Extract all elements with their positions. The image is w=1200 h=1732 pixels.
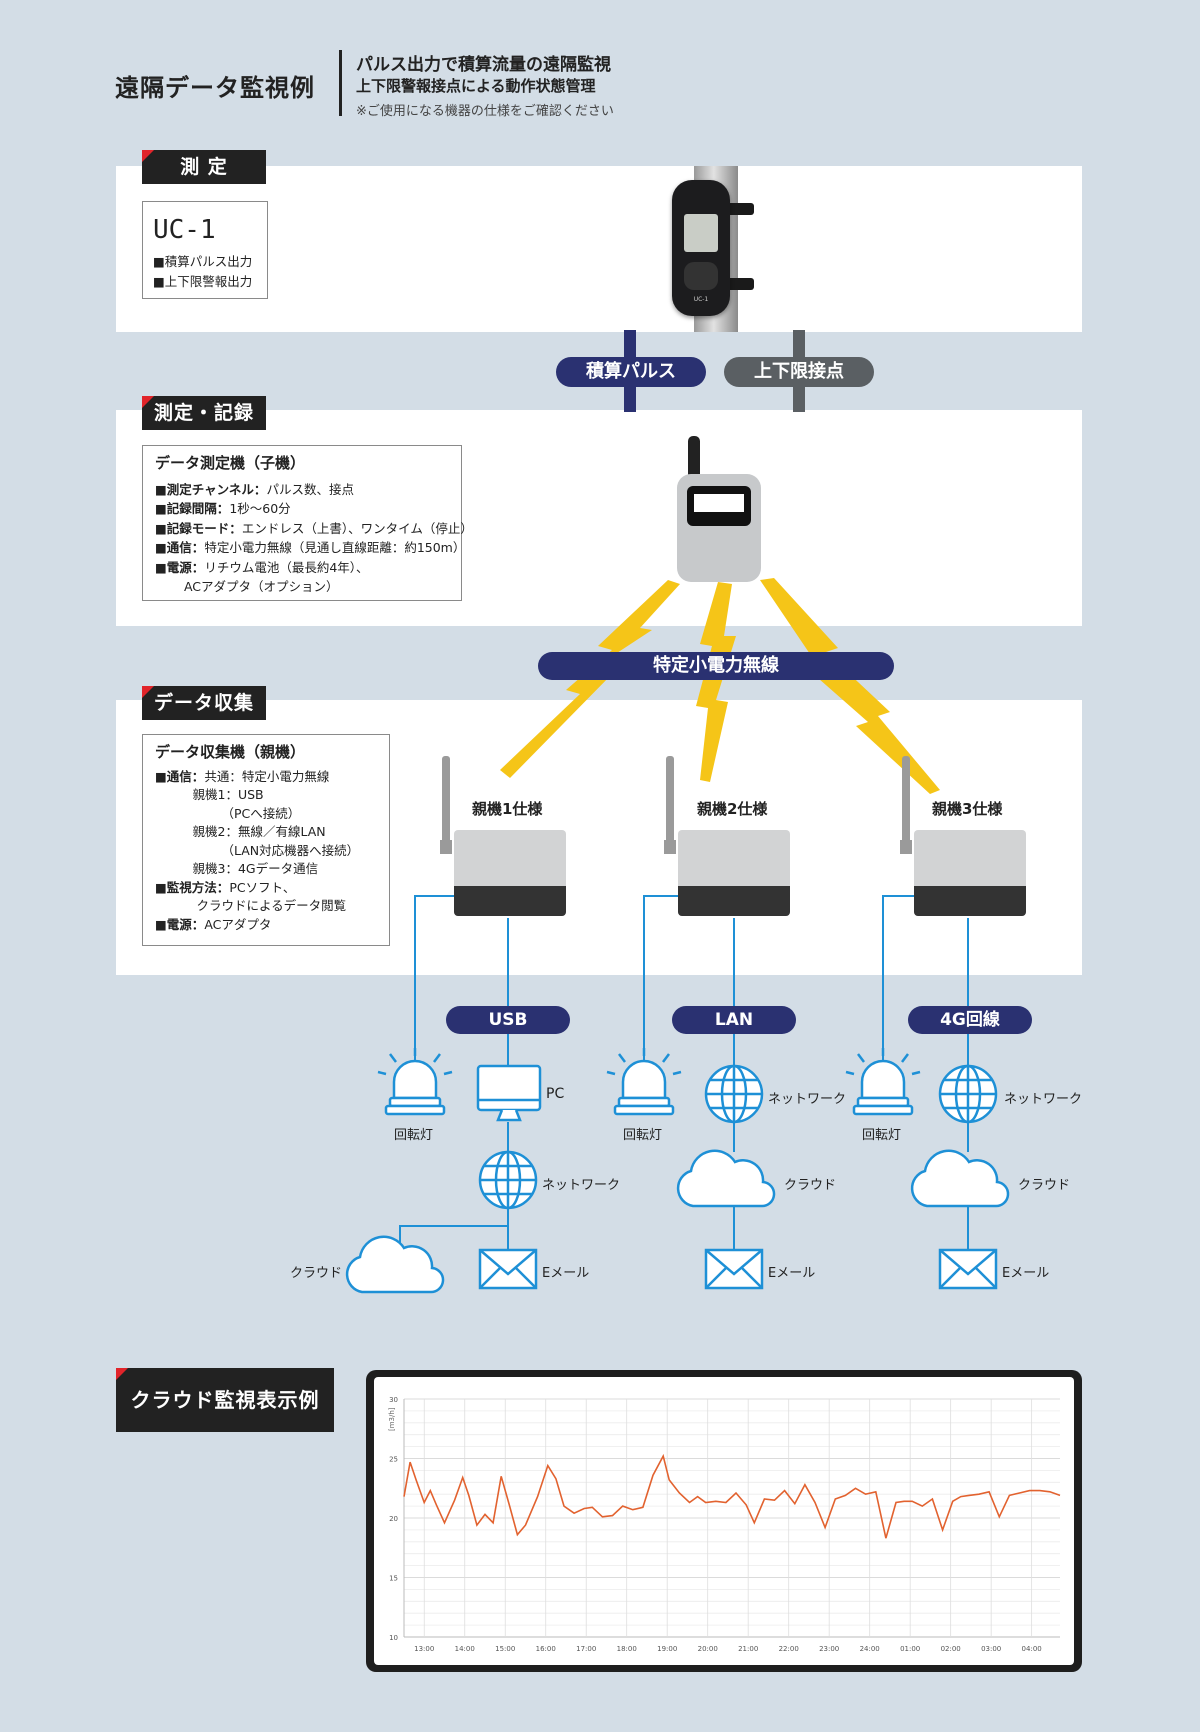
parent-spec-title: データ収集機（親機） xyxy=(155,743,306,761)
chart-y-tick: 20 xyxy=(389,1515,398,1523)
clamp-top xyxy=(722,203,754,215)
usb-label: USB xyxy=(446,1006,570,1034)
parent-spec-row: 親機1：USB xyxy=(155,787,264,802)
section-tag-cloud: クラウド監視表示例 xyxy=(116,1368,334,1432)
uc1-spec-box: UC-1 ■積算パルス出力 ■上下限警報出力 xyxy=(142,201,268,299)
pc-icon xyxy=(476,1064,542,1122)
child-spec-row: ■電源：リチウム電池（最長約4年）、 xyxy=(155,559,369,575)
measure-band xyxy=(116,166,1082,332)
chart-x-tick: 22:00 xyxy=(779,1645,799,1653)
child-spec-row: ACアダプタ（オプション） xyxy=(155,579,339,594)
header-subtitle-2: 上下限警報接点による動作状態管理 xyxy=(356,77,596,95)
uc1-keypad xyxy=(684,262,718,290)
parent-unit-1-label: 親機1仕様 xyxy=(472,800,543,818)
network-label-1: ネットワーク xyxy=(542,1178,621,1193)
child-spec-row: ■測定チャンネル：パルス数、接点 xyxy=(155,481,354,497)
wireless-label: 特定小電力無線 xyxy=(538,652,894,680)
cloud-label-2: クラウド xyxy=(784,1178,837,1193)
child-spec-row: ■記録モード：エンドレス（上書）、ワンタイム（停止） xyxy=(155,520,473,536)
parent-unit-1 xyxy=(454,830,566,916)
header-subtitle-1: パルス出力で積算流量の遠隔監視 xyxy=(356,55,611,75)
cloud-label-1: クラウド xyxy=(290,1266,343,1281)
child-spec-row: ■通信：特定小電力無線（見通し直線距離：約150m） xyxy=(155,540,466,555)
parent-spec-row: クラウドによるデータ閲覧 xyxy=(155,898,347,913)
uc1-item-1: ■積算パルス出力 xyxy=(153,254,253,269)
pc-label: PC xyxy=(546,1086,565,1102)
section-tag-measure: 測 定 xyxy=(142,150,266,184)
parent-spec-row: ■通信：共通：特定小電力無線 xyxy=(155,768,330,784)
parent-spec-row: （PCへ接続） xyxy=(155,805,301,821)
parent-unit-2-label: 親機2仕様 xyxy=(697,800,768,818)
contact-signal-label: 上下限接点 xyxy=(724,357,874,387)
parent-spec-row: （LAN対応機器へ接続） xyxy=(155,842,360,858)
chart-x-tick: 15:00 xyxy=(495,1645,515,1653)
uc1-device-label: UC-1 xyxy=(693,296,709,303)
email-label-3: Eメール xyxy=(1002,1266,1050,1281)
chart-y-label: [m3/h] xyxy=(388,1407,396,1431)
chart-x-tick: 13:00 xyxy=(414,1645,434,1653)
chart-x-tick: 04:00 xyxy=(1022,1645,1042,1653)
chart-x-tick: 19:00 xyxy=(657,1645,677,1653)
network-label-2: ネットワーク xyxy=(768,1092,847,1107)
chart-x-tick: 21:00 xyxy=(738,1645,758,1653)
child-spec-title: データ測定機（子機） xyxy=(155,454,306,472)
chart-y-tick: 10 xyxy=(389,1634,398,1642)
beacon-label-3: 回転灯 xyxy=(862,1128,902,1143)
chart-x-tick: 17:00 xyxy=(576,1645,596,1653)
clamp-bottom xyxy=(722,278,754,290)
section-tag-collect: データ収集 xyxy=(142,686,266,720)
chart-x-tick: 24:00 xyxy=(860,1645,880,1653)
parent-spec-row: 親機2：無線／有線LAN xyxy=(155,824,326,839)
parent-spec-row: ■監視方法：PCソフト、 xyxy=(155,879,296,895)
child-spec-box: データ測定機（子機） ■測定チャンネル：パルス数、接点 ■記録間隔：1秒～60分… xyxy=(142,445,473,601)
chart-x-tick: 18:00 xyxy=(617,1645,637,1653)
chart-x-tick: 20:00 xyxy=(698,1645,718,1653)
parent-spec-row: 親機3：4Gデータ通信 xyxy=(155,861,319,876)
chart-x-tick: 02:00 xyxy=(941,1645,961,1653)
parent-unit-3 xyxy=(914,830,1026,916)
section-tag-record: 測定・記録 xyxy=(142,396,266,430)
uc1-device: UC-1 xyxy=(672,180,730,316)
parent-spec-row: ■電源：ACアダプタ xyxy=(155,916,272,932)
beacon-label-1: 回転灯 xyxy=(394,1128,434,1143)
parent-unit-3-label: 親機3仕様 xyxy=(932,800,1003,818)
uc1-model: UC-1 xyxy=(153,215,216,245)
flow-diagram xyxy=(345,330,1010,1294)
chart-series-line xyxy=(403,1453,1061,1539)
chart-y-tick: 25 xyxy=(389,1456,398,1464)
wireless-bolts xyxy=(500,578,940,794)
cloud-chart: 10 15 20 25 30 13:00 14:00 15:00 16:00 17:00 18:0… xyxy=(388,1396,1061,1653)
pulse-signal-label: 積算パルス xyxy=(556,357,706,387)
email-label-2: Eメール xyxy=(768,1266,816,1281)
title-divider xyxy=(339,50,342,116)
chart-panel: 10 15 20 25 30 13:00 14:00 15:00 16:00 17:00 18:0… xyxy=(374,1377,1074,1665)
chart-y-tick: 30 xyxy=(389,1396,398,1404)
chart-x-tick: 14:00 xyxy=(455,1645,475,1653)
cloud-label-3: クラウド xyxy=(1018,1178,1071,1193)
parent-spec-box: データ収集機（親機） ■通信：共通：特定小電力無線 親機1：USB （PCへ接続… xyxy=(142,734,390,946)
uc1-screen xyxy=(684,214,718,252)
network-label-3: ネットワーク xyxy=(1004,1092,1083,1107)
page-title: 遠隔データ監視例 xyxy=(115,74,315,102)
chart-x-tick: 01:00 xyxy=(900,1645,920,1653)
chart-x-tick: 16:00 xyxy=(536,1645,556,1653)
beacon-label-2: 回転灯 xyxy=(623,1128,663,1143)
lan-label: LAN xyxy=(672,1006,796,1034)
chart-x-tick: 03:00 xyxy=(981,1645,1001,1653)
header-note: ※ご使用になる機器の仕様をご確認ください xyxy=(356,104,614,119)
email-label-1: Eメール xyxy=(542,1266,590,1281)
parent-unit-2 xyxy=(678,830,790,916)
chart-x-tick: 23:00 xyxy=(819,1645,839,1653)
chart-y-tick: 15 xyxy=(389,1575,398,1583)
child-logger-device xyxy=(677,474,761,582)
4g-label: 4G回線 xyxy=(908,1006,1032,1034)
child-logger-screen xyxy=(687,486,751,526)
child-spec-row: ■記録間隔：1秒～60分 xyxy=(155,501,291,516)
uc1-item-2: ■上下限警報出力 xyxy=(153,273,253,289)
